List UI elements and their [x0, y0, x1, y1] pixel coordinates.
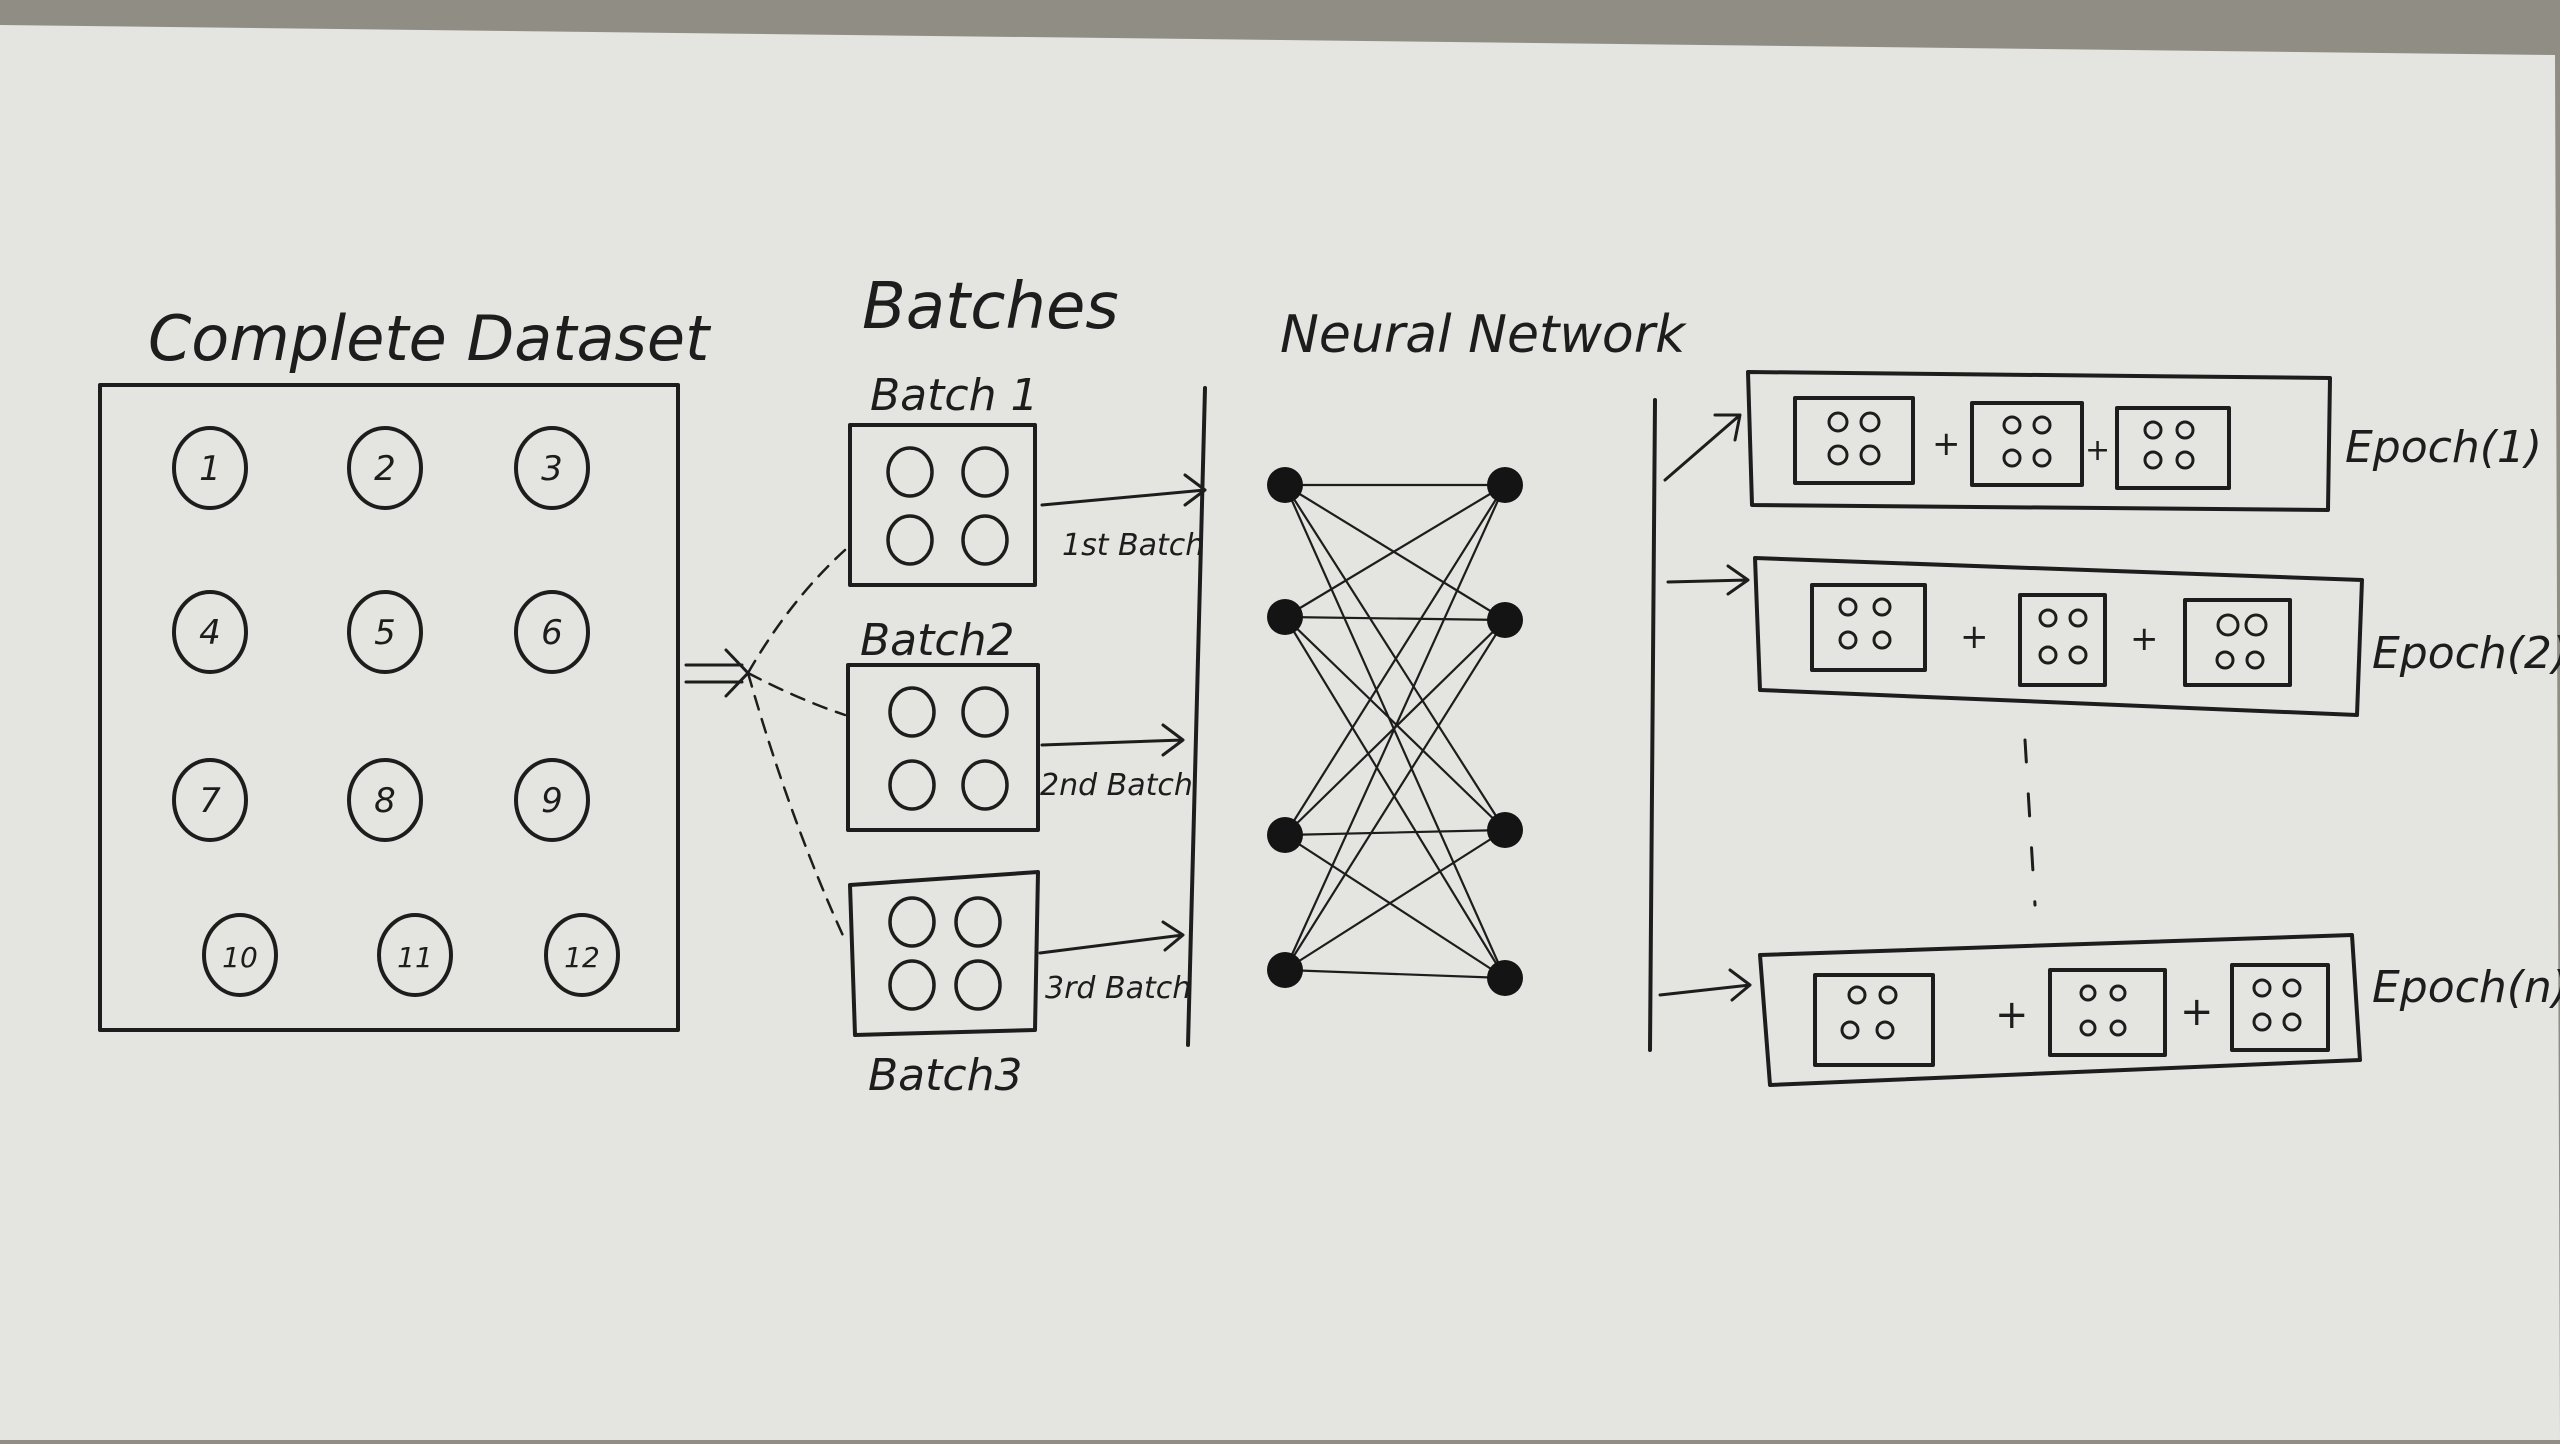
dataset-sample-4: 4 [172, 590, 248, 674]
dataset-title: Complete Dataset [148, 302, 712, 375]
dataset-sample-5: 5 [347, 590, 423, 674]
batch-3-arrow-label: 3rd Batch [1045, 971, 1191, 1006]
input-node [1267, 467, 1303, 503]
network-edge [1283, 483, 1507, 837]
batch-3-arrow [1038, 920, 1185, 955]
network-edge [1283, 833, 1507, 980]
network-edge [1283, 618, 1507, 972]
input-node [1267, 599, 1303, 635]
epoch-2-batches [1810, 583, 2292, 687]
fan-arrow-batch-3 [746, 671, 847, 942]
network-edge [1283, 483, 1507, 622]
batch-1-samples [886, 446, 1009, 566]
epoch-1-plus-a: + [1932, 424, 1961, 464]
epoch-2-label: Epoch(2) [2372, 628, 2560, 679]
network-edge [1283, 828, 1507, 837]
batch-3-samples [888, 896, 1002, 1011]
epoch-n-batches [1813, 963, 2330, 1067]
dataset-sample-2: 2 [347, 426, 423, 510]
input-node [1267, 952, 1303, 988]
batch-1-label: Batch 1 [870, 370, 1038, 421]
fan-arrow-batch-1 [746, 548, 847, 675]
network-title: Neural Network [1280, 305, 1687, 365]
dataset-box [98, 383, 680, 1032]
epoch-2-arrow [1666, 564, 1750, 596]
output-node [1487, 812, 1523, 848]
epoch-1-arrow [1663, 413, 1742, 482]
dataset-sample-10: 10 [202, 913, 278, 997]
network-edge [1283, 615, 1507, 622]
epoch-1-label: Epoch(1) [2345, 422, 2542, 473]
dataset-sample-12: 12 [544, 913, 620, 997]
dataset-sample-label: 10 [222, 941, 258, 974]
batch-2-arrow-label: 2nd Batch [1040, 768, 1193, 803]
network-edge [1283, 483, 1507, 980]
dataset-sample-label: 6 [541, 613, 563, 653]
dataset-sample-11: 11 [377, 913, 453, 997]
epoch-2-plus-a: + [1960, 617, 1989, 657]
dataset-sample-label: 7 [199, 781, 221, 821]
dataset-sample-label: 3 [541, 449, 563, 489]
batches-title: Batches [862, 270, 1119, 344]
network-edge [1283, 828, 1507, 972]
dataset-sample-label: 5 [374, 613, 396, 653]
dataset-sample-6: 6 [514, 590, 590, 674]
network-edge [1283, 615, 1507, 980]
network-edge [1283, 483, 1507, 619]
network-left-divider [1186, 386, 1207, 1047]
epoch-1-plus-b: + [2085, 433, 2110, 468]
dataset-sample-3: 3 [514, 426, 590, 510]
epoch-n-plus-b: + [2180, 989, 2214, 1035]
epoch-n-box [1758, 933, 2362, 1087]
batch-2-box [846, 663, 1040, 832]
epoch-2-plus-b: + [2130, 619, 2159, 659]
batch-1-box [848, 423, 1037, 587]
input-node [1267, 817, 1303, 853]
network-edge [1283, 483, 1507, 832]
batch-2-label: Batch2 [860, 615, 1014, 666]
dataset-sample-label: 4 [199, 613, 221, 653]
dataset-sample-9: 9 [514, 758, 590, 842]
output-node [1487, 602, 1523, 638]
network-edge [1283, 968, 1507, 980]
batch-1-arrow [1040, 473, 1207, 507]
epoch-n-plus-a: + [1995, 992, 2029, 1038]
dataset-sample-7: 7 [172, 758, 248, 842]
network-right-divider [1648, 398, 1657, 1052]
dataset-sample-label: 2 [374, 449, 396, 489]
network-edge [1283, 483, 1507, 972]
batch-1-arrow-label: 1st Batch [1062, 528, 1204, 563]
epoch-n-arrow [1658, 968, 1752, 1002]
network-edge [1283, 615, 1507, 832]
dataset-sample-8: 8 [347, 758, 423, 842]
dataset-sample-label: 8 [374, 781, 396, 821]
paper-sheet [0, 25, 2560, 1440]
batch-2-arrow [1040, 723, 1185, 757]
batch-3-label: Batch3 [868, 1050, 1022, 1101]
dataset-sample-label: 9 [541, 781, 563, 821]
epoch-n-label: Epoch(n) [2372, 962, 2560, 1013]
dataset-sample-label: 12 [564, 941, 600, 974]
epoch-1-batches [1793, 396, 2231, 490]
batch-3-box [848, 870, 1040, 1037]
dataset-sample-label: 11 [397, 941, 433, 974]
epoch-1-box [1746, 370, 2332, 512]
output-node [1487, 467, 1523, 503]
neural-network [1267, 467, 1523, 996]
epoch-2-box [1753, 556, 2364, 717]
fan-arrow-batch-2 [746, 671, 847, 717]
dataset-sample-label: 1 [199, 449, 221, 489]
output-node [1487, 960, 1523, 996]
dataset-sample-1: 1 [172, 426, 248, 510]
batch-2-samples [888, 686, 1009, 811]
